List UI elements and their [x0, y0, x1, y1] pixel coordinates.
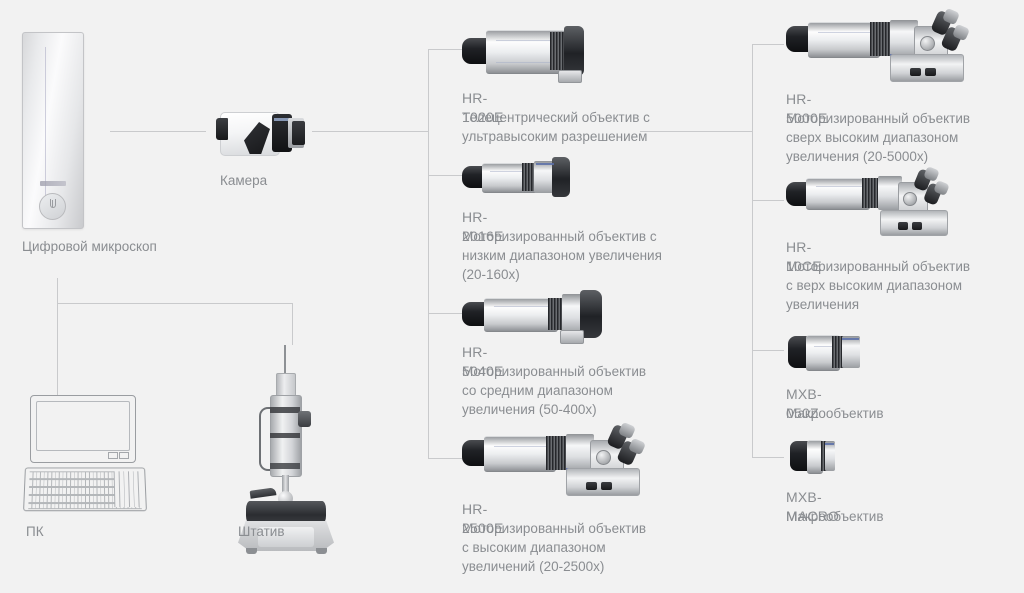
desc-mxb-050z: Макрообъектив: [786, 404, 884, 423]
macro-lens-icon: [790, 438, 844, 478]
desc-line: низким диапазоном увеличения: [462, 248, 662, 263]
connector-middle-right: [640, 131, 752, 132]
connector-to-pc: [57, 303, 58, 395]
bracket-right-branch-4: [752, 457, 784, 458]
microscope-stand-icon: [232, 345, 340, 554]
desc-hr-5000e: Моторизированный объектив сверх высоким …: [786, 109, 970, 166]
desc-line: Моторизированный объектив: [786, 259, 971, 274]
desc-hr-10ce: Моторизированный объектив с верх высоким…: [786, 257, 970, 314]
connector-microscope-drop: [57, 278, 58, 303]
desc-line: увеличения (50-400x): [462, 402, 597, 417]
desc-line: Моторизированный объектив: [786, 111, 971, 126]
tower-icon: [22, 32, 84, 229]
motorized-lens-high-icon: [462, 421, 652, 498]
camera-module-icon: [216, 106, 308, 160]
desc-hr-5040e: Моторизированный объектив со средним диа…: [462, 362, 646, 419]
desc-hr-2500e: Моторизированный объектив с высоким диап…: [462, 519, 646, 576]
motorized-lens-veryhigh-icon: [786, 166, 966, 240]
bracket-middle-branch-1: [428, 49, 462, 50]
macro-zoom-lens-icon: [788, 332, 868, 376]
desc-hr-1020e: Телецентрический объектив с ультравысоки…: [462, 108, 650, 146]
telecentric-lens-icon: [462, 20, 592, 83]
connector-bus-bottom: [57, 303, 292, 304]
label-digital-microscope: Цифровой микроскоп: [22, 239, 157, 254]
bracket-middle-branch-4: [428, 458, 462, 459]
desc-line: Макрообъектив: [786, 406, 884, 421]
bracket-right-branch-3: [752, 350, 784, 351]
motorized-lens-mid-icon: [462, 288, 612, 344]
motorized-lens-ultra-icon: [786, 7, 976, 84]
desc-line: ультравысоким разрешением: [462, 129, 648, 144]
desc-line: Макрообъектив: [786, 509, 884, 524]
bracket-middle-branch-2: [428, 175, 462, 176]
connector-microscope-camera: [110, 131, 206, 132]
model-hr-5000e: HR-5000E: [786, 91, 828, 126]
connector-to-stand: [292, 303, 293, 345]
model-mxb-macro: MXB-MACRO: [786, 489, 840, 524]
desc-mxb-macro: Макрообъектив: [786, 507, 884, 526]
desc-line: Телецентрический объектив с: [462, 110, 650, 125]
model-hr-2500e: HR-2500E: [462, 501, 504, 536]
connector-camera-middle: [312, 131, 428, 132]
label-pc: ПК: [26, 524, 44, 539]
computer-icon: [23, 395, 147, 513]
desc-line: Моторизированный объектив: [462, 364, 647, 379]
desc-line: со средним диапазоном: [462, 383, 613, 398]
motorized-lens-low-icon: [462, 155, 582, 203]
desc-hr-2016e: Моторизированный объектив с низким диапа…: [462, 227, 662, 284]
desc-line: с высоким диапазоном: [462, 540, 606, 555]
desc-line: (20-160x): [462, 267, 520, 282]
bracket-right-spine: [752, 44, 753, 457]
bracket-middle-branch-3: [428, 313, 462, 314]
bracket-middle-spine: [428, 49, 429, 458]
bracket-right-branch-1: [752, 44, 784, 45]
model-hr-1020e: HR-1020E: [462, 90, 504, 125]
bracket-right-branch-2: [752, 200, 784, 201]
model-mxb-050z: MXB-050Z: [786, 386, 822, 421]
model-hr-2016e: HR-2016E: [462, 209, 504, 244]
label-stand: Штатив: [238, 524, 285, 539]
model-hr-10ce: HR-10CE: [786, 239, 822, 274]
desc-line: увеличения: [786, 297, 860, 312]
model-hr-5040e: HR-5040E: [462, 344, 504, 379]
desc-line: увеличений (20-2500x): [462, 559, 605, 574]
desc-line: увеличения (20-5000x): [786, 149, 929, 164]
desc-line: Моторизированный объектив с: [462, 229, 657, 244]
desc-line: с верх высоким диапазоном: [786, 278, 963, 293]
label-camera: Камера: [220, 173, 268, 188]
desc-line: Моторизированный объектив: [462, 521, 647, 536]
desc-line: сверх высоким диапазоном: [786, 130, 959, 145]
